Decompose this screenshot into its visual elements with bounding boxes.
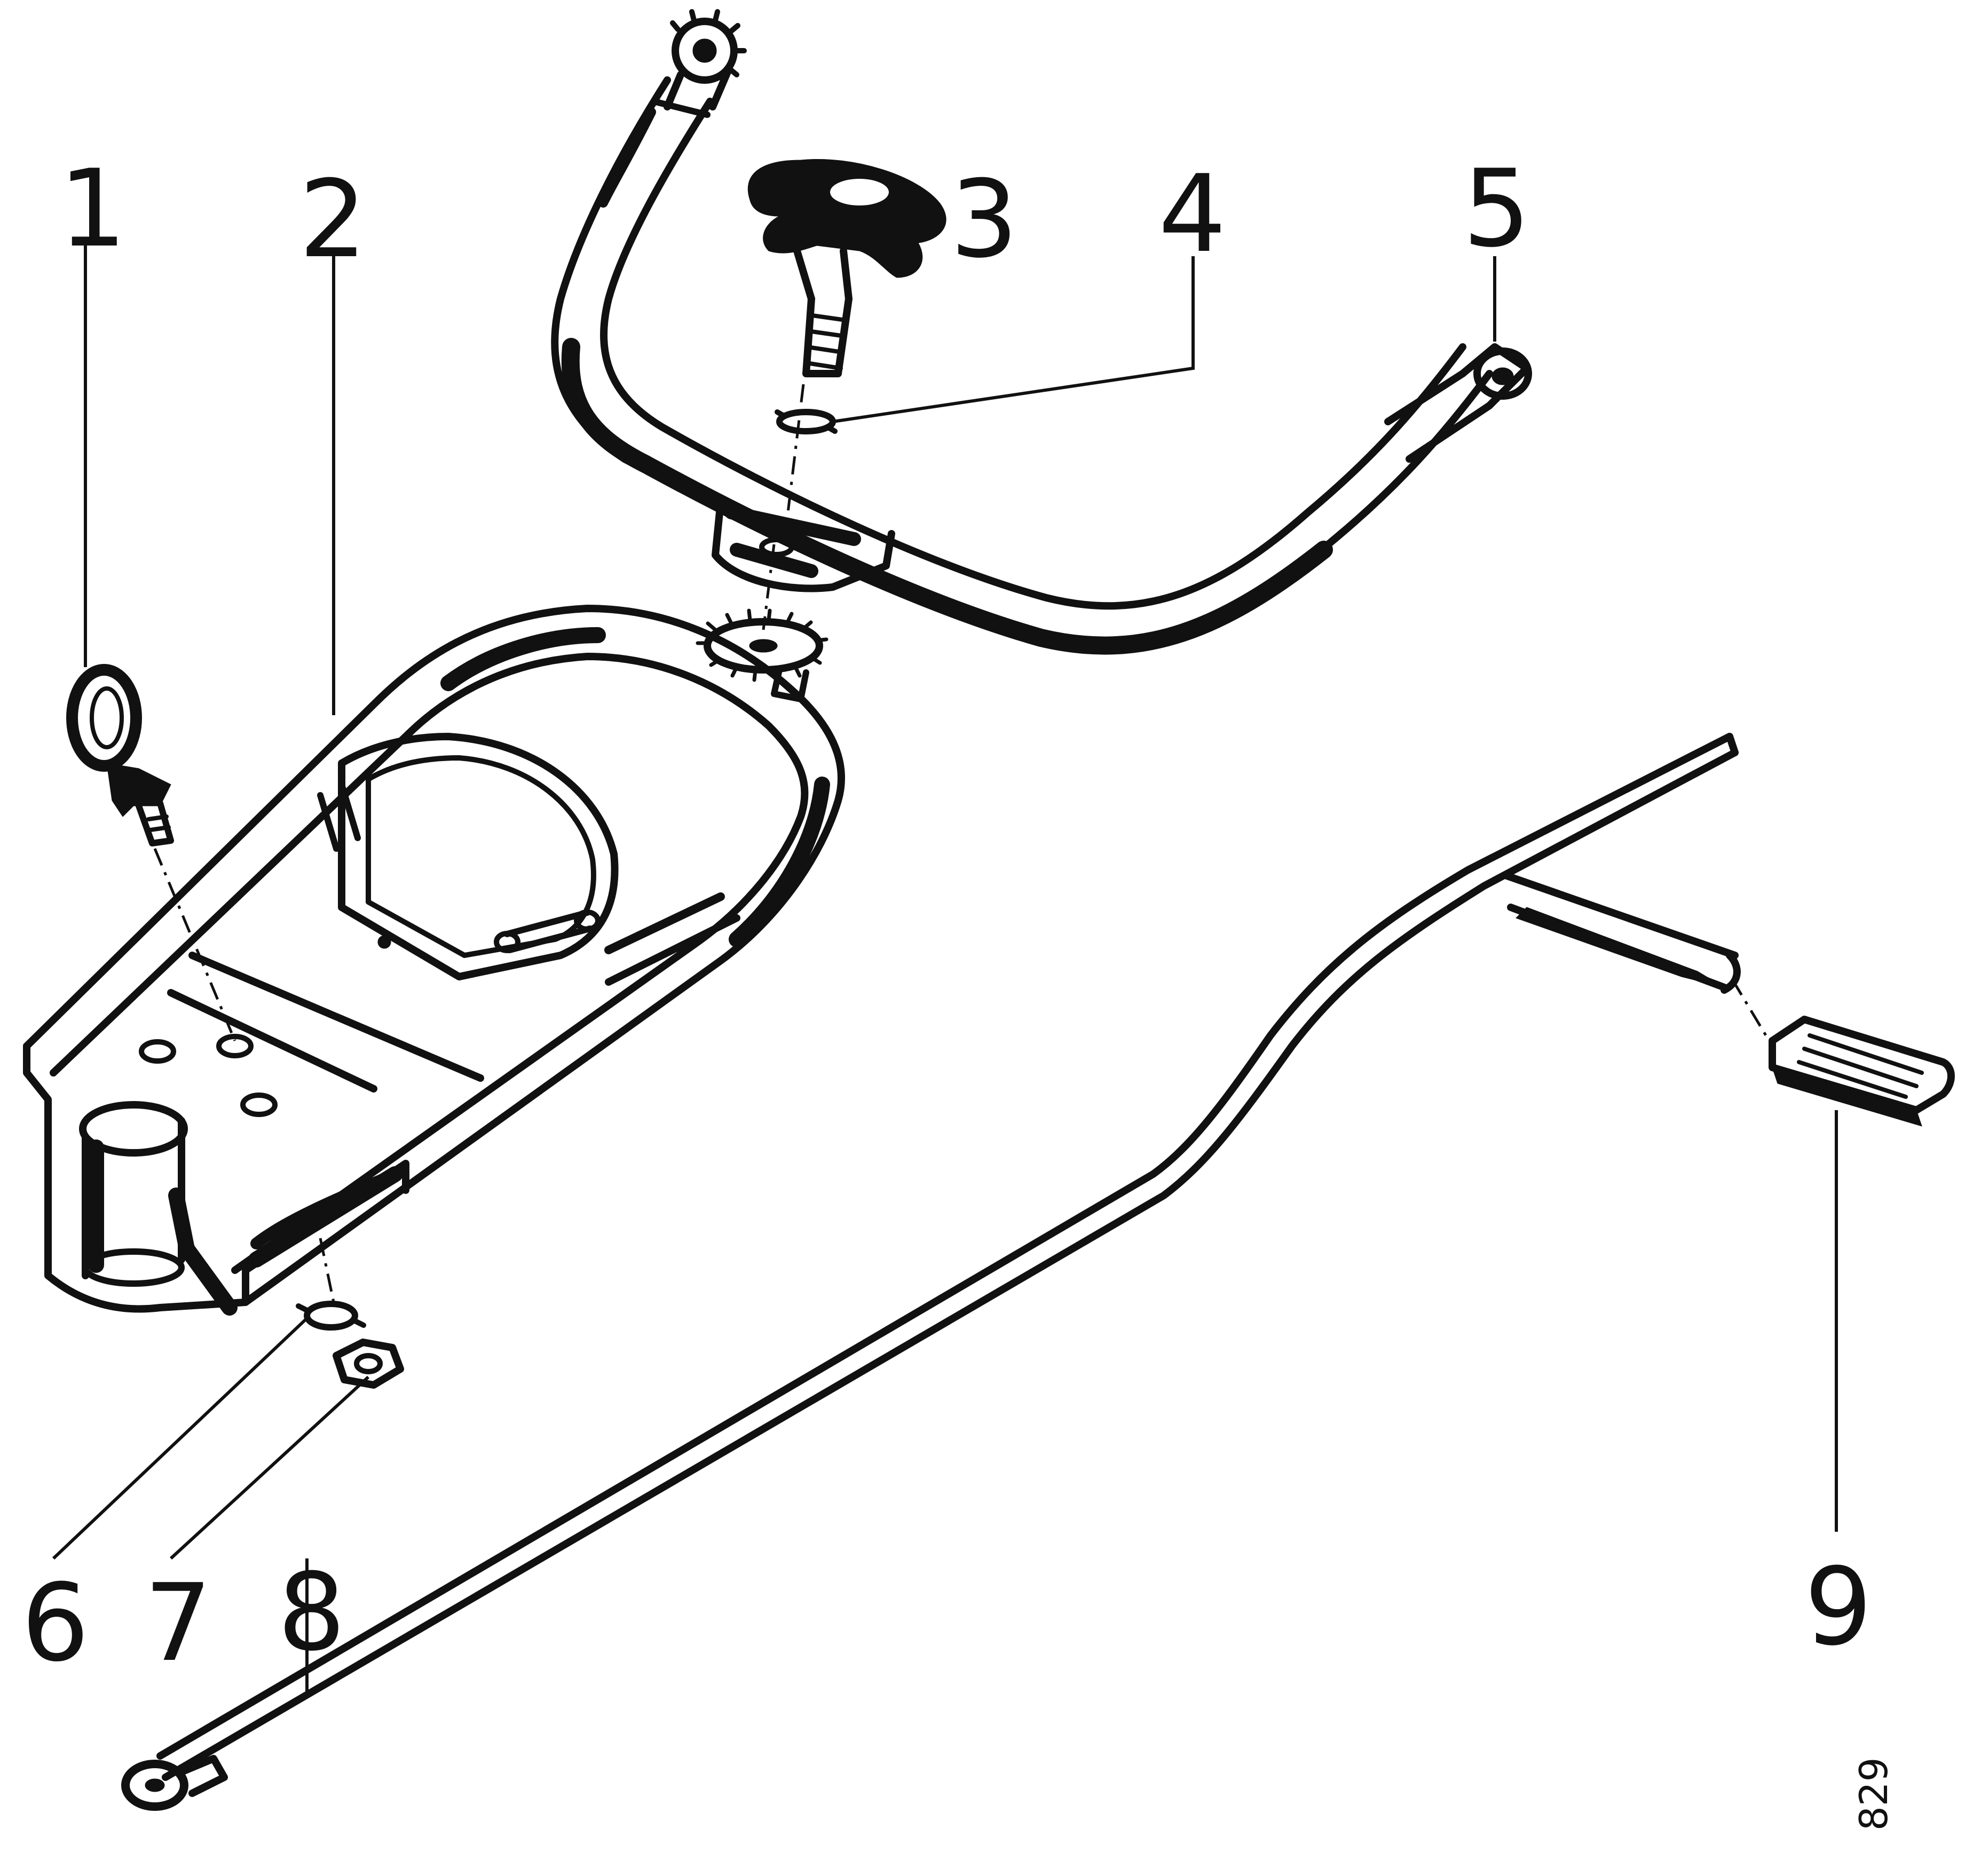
- star-knob: [747, 159, 946, 377]
- callout-4: 4: [1158, 152, 1226, 276]
- lock-washer-upper: [775, 409, 838, 434]
- callout-8: 8: [278, 1550, 345, 1675]
- assembly-centerlines: [153, 384, 1774, 1303]
- handlebar-bracket: [551, 9, 1532, 655]
- callout-9: 9: [1804, 1545, 1872, 1669]
- pedal-rubber: [1769, 1016, 1955, 1127]
- callout-3: 3: [950, 157, 1018, 282]
- lock-washer-lower: [296, 1301, 366, 1331]
- callout-5: 5: [1463, 147, 1530, 271]
- eye-bolt: [66, 664, 174, 846]
- drawing-number: 829: [1851, 1758, 1896, 1831]
- callout-2: 2: [299, 157, 367, 282]
- leader-lines: [52, 217, 1838, 1692]
- callout-7: 7: [144, 1561, 212, 1685]
- callout-1: 1: [59, 147, 127, 271]
- main-frame: [23, 605, 845, 1316]
- callout-6: 6: [21, 1561, 89, 1685]
- callout-labels: 1 2 3 4 5 6 7 8 9 829: [21, 147, 1896, 1831]
- hex-nut: [333, 1339, 404, 1389]
- long-rod: [121, 733, 1741, 1811]
